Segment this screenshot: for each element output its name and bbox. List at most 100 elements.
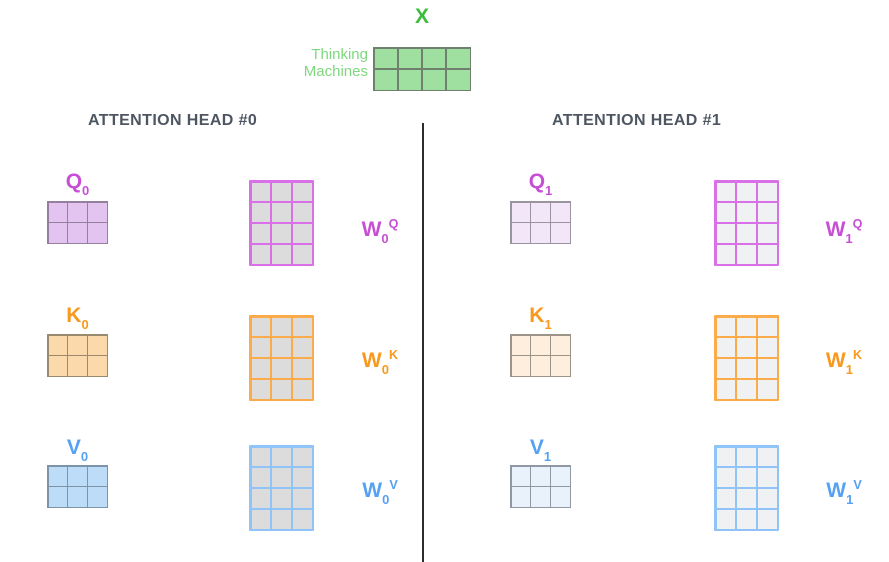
matrix-cell [716,245,735,264]
w0q-label-sub: 0 [381,231,389,247]
w1q-label-base: W [825,218,846,241]
matrix-cell [422,48,446,69]
matrix-cell [251,380,270,399]
matrix-cell [758,359,777,378]
matrix-cell [48,487,67,507]
matrix-cell [737,203,756,222]
matrix-cell [88,335,107,355]
k1-label: K1 [510,304,571,331]
matrix-cell [293,510,312,529]
matrix-cell [251,245,270,264]
matrix-cell [48,335,67,355]
matrix-cell [251,359,270,378]
matrix-cell [511,487,530,507]
matrix-cell [272,245,291,264]
matrix-cell [272,338,291,357]
matrix-cell [293,380,312,399]
matrix-cell [758,224,777,243]
matrix-cell [272,317,291,336]
matrix-cell [293,359,312,378]
matrix-cell [716,380,735,399]
matrix-cell [272,224,291,243]
k0-matrix-grid [47,334,108,377]
matrix-cell [716,359,735,378]
v1-label-sub: 1 [543,449,552,465]
matrix-cell [531,466,550,486]
matrix-cell [716,224,735,243]
matrix-cell [293,447,312,466]
matrix-cell [68,223,87,243]
matrix-cell [374,48,398,69]
matrix-cell [737,510,756,529]
q0-matrix-grid [47,201,108,244]
matrix-cell [511,223,530,243]
w1k-label-base: W [825,349,846,372]
matrix-cell [293,468,312,487]
matrix-cell [251,182,270,201]
w0k-label: W0K [348,348,412,376]
matrix-cell [68,356,87,376]
w1q-label-sup: Q [852,217,863,231]
matrix-cell [48,466,67,486]
matrix-cell [551,335,570,355]
v0-label-base: V [66,436,81,459]
matrix-cell [88,223,107,243]
matrix-cell [293,317,312,336]
w1v-label: W1V [812,478,876,506]
matrix-cell [551,487,570,507]
matrix-cell [716,510,735,529]
matrix-cell [88,487,107,507]
k0-label-sub: 0 [81,317,89,333]
matrix-cell [758,203,777,222]
matrix-cell [68,202,87,222]
matrix-cell [272,182,291,201]
matrix-cell [531,202,550,222]
matrix-cell [251,317,270,336]
k1-label-base: K [529,304,545,327]
matrix-cell [446,69,470,90]
matrix-cell [272,510,291,529]
matrix-cell [293,182,312,201]
q0-label-base: Q [65,170,83,193]
v1-label-base: V [529,436,544,459]
k1-matrix-grid [510,334,571,377]
w1v-matrix-grid [714,445,779,531]
matrix-cell [272,447,291,466]
w0q-matrix-grid [249,180,314,266]
w0k-label-sup: K [388,348,399,362]
q0-label-sub: 0 [82,183,90,199]
matrix-cell [716,338,735,357]
matrix-cell [251,447,270,466]
w0k-label-sub: 0 [381,362,389,378]
v0-label: V0 [47,436,108,463]
matrix-cell [758,447,777,466]
matrix-cell [758,510,777,529]
w1v-label-sup: V [853,478,862,492]
matrix-cell [374,69,398,90]
matrix-cell [758,380,777,399]
matrix-cell [758,489,777,508]
matrix-cell [531,487,550,507]
matrix-cell [511,335,530,355]
matrix-cell [68,487,87,507]
v0-matrix-grid [47,465,108,508]
w0v-label-sub: 0 [382,492,390,508]
matrix-cell [272,359,291,378]
w0q-label-sup: Q [388,217,399,231]
matrix-cell [551,356,570,376]
w0v-matrix-grid [249,445,314,531]
matrix-cell [737,245,756,264]
matrix-cell [446,48,470,69]
q1-matrix-grid [510,201,571,244]
w0q-label: W0Q [348,217,412,245]
w1v-label-base: W [826,479,847,502]
q1-label-sub: 1 [545,183,553,199]
matrix-cell [737,338,756,357]
q1-label: Q1 [510,170,571,197]
matrix-cell [758,468,777,487]
matrix-cell [716,317,735,336]
w1k-matrix-grid [714,315,779,401]
matrix-cell [716,182,735,201]
matrix-cell [758,182,777,201]
